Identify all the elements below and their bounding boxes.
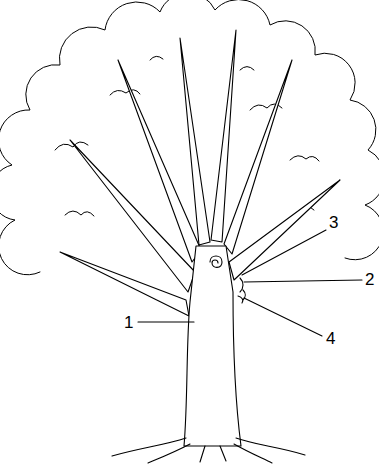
branch — [211, 30, 236, 242]
tree-trunk — [184, 246, 241, 446]
callout-number: 2 — [365, 271, 374, 288]
trunk-knot — [210, 256, 222, 267]
canopy-outline — [0, 0, 379, 275]
branch — [118, 60, 201, 262]
leader-line — [138, 321, 194, 322]
foliage-detail — [55, 56, 319, 216]
leader-line — [244, 280, 362, 282]
branch — [229, 180, 340, 280]
leader-line — [242, 230, 326, 275]
callout-number: 3 — [329, 214, 338, 231]
leader-line — [244, 298, 322, 336]
callout-number: 4 — [326, 330, 335, 347]
tree-root — [112, 438, 305, 463]
branch — [180, 38, 210, 245]
callout-number: 1 — [124, 314, 133, 331]
